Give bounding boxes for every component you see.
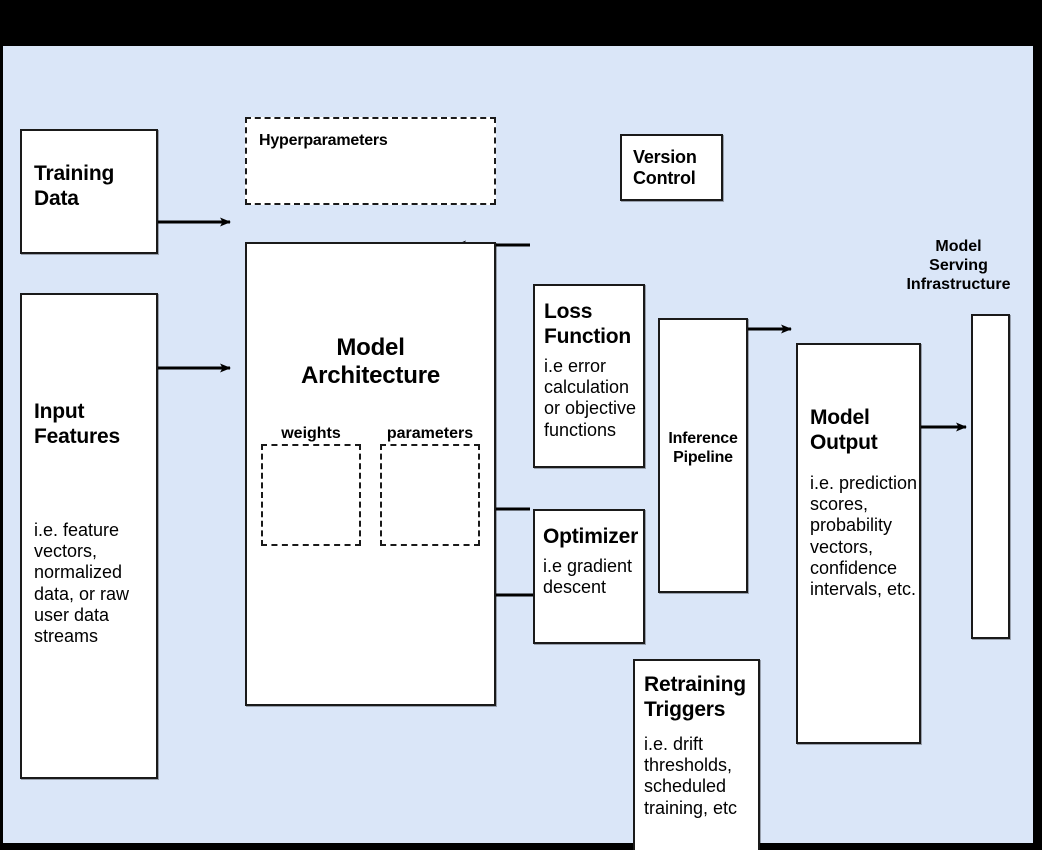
model-output-title: Model Output xyxy=(810,406,878,454)
node-input-features[interactable]: Input Features i.e. feature vectors, nor… xyxy=(20,293,158,779)
model-serving-infrastructure-label: Model Serving Infrastructure xyxy=(906,238,1011,293)
node-loss-function[interactable]: Loss Function i.e error calculation or o… xyxy=(533,284,645,468)
node-inference-pipeline[interactable]: Inference Pipeline xyxy=(658,318,748,593)
parameters-label: parameters xyxy=(386,425,474,442)
weights-label: weights xyxy=(281,425,341,442)
input-features-title: Input Features xyxy=(34,400,120,448)
node-optimizer[interactable]: Optimizer i.e gradient descent xyxy=(533,509,645,644)
node-parameters[interactable] xyxy=(380,444,480,546)
model-architecture-title: Model Architecture xyxy=(301,334,440,390)
loss-function-subtitle: i.e error calculation or objective funct… xyxy=(544,356,637,440)
node-model-output[interactable]: Model Output i.e. prediction scores, pro… xyxy=(796,343,921,744)
version-control-title: Version Control xyxy=(633,147,697,189)
training-data-title: Training Data xyxy=(34,162,115,210)
retraining-triggers-subtitle: i.e. drift thresholds, scheduled trainin… xyxy=(644,734,738,818)
inference-pipeline-title: Inference Pipeline xyxy=(668,430,738,466)
hyperparameters-title: Hyperparameters xyxy=(259,132,388,149)
optimizer-subtitle: i.e gradient descent xyxy=(543,556,633,598)
node-model-serving-infrastructure[interactable] xyxy=(971,314,1010,639)
loss-function-title: Loss Function xyxy=(544,300,632,348)
node-retraining-triggers[interactable]: Retraining Triggers i.e. drift threshold… xyxy=(633,659,760,850)
node-training-data[interactable]: Training Data xyxy=(20,129,158,254)
retraining-triggers-title: Retraining Triggers xyxy=(644,673,746,721)
input-features-subtitle: i.e. feature vectors, normalized data, o… xyxy=(34,520,130,647)
diagram-canvas: Training Data Input Features i.e. featur… xyxy=(3,46,1033,850)
optimizer-title: Optimizer xyxy=(543,525,639,548)
node-hyperparameters[interactable]: Hyperparameters xyxy=(245,117,496,205)
node-weights[interactable] xyxy=(261,444,361,546)
model-output-subtitle: i.e. prediction scores, probability vect… xyxy=(810,473,918,600)
node-version-control[interactable]: Version Control xyxy=(620,134,723,201)
